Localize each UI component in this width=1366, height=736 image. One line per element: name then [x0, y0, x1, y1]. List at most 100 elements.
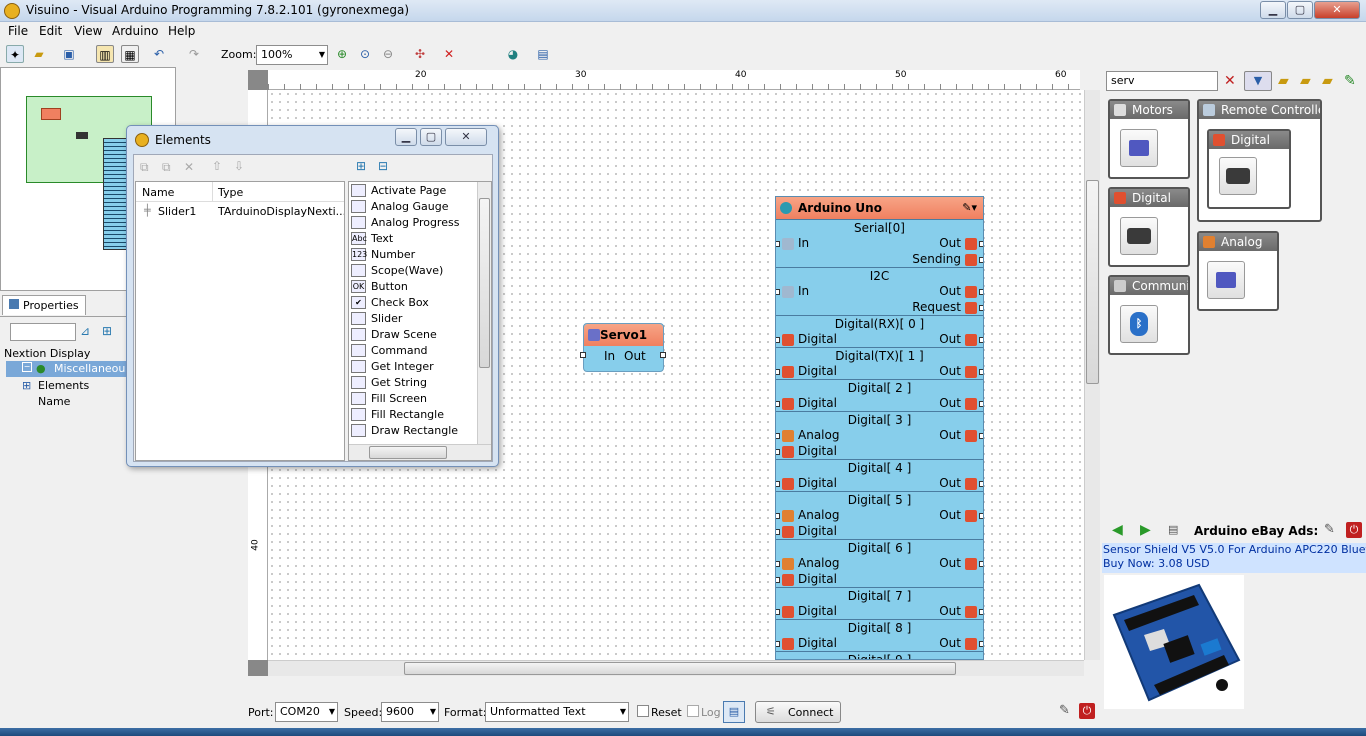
folder-add-icon[interactable]: ▰ — [1300, 73, 1311, 89]
move-up-icon[interactable]: ⇧ — [212, 159, 223, 173]
palette-item[interactable]: Analog Gauge — [351, 200, 449, 213]
palette-item[interactable]: Get String — [351, 376, 427, 389]
arduino-output-pin[interactable] — [979, 305, 983, 311]
collapse-all-icon[interactable]: ⊟ — [378, 159, 389, 173]
table-row[interactable]: ╪ Slider1 TArduinoDisplayNexti... — [136, 204, 344, 220]
arduino-input-pin[interactable] — [776, 289, 780, 295]
arduino-tools-icon[interactable]: ✎▾ — [962, 201, 977, 214]
servo-motor-icon[interactable] — [1120, 129, 1158, 167]
arduino-input-pin[interactable] — [776, 561, 780, 567]
log-checkbox[interactable] — [687, 705, 699, 717]
palette-item[interactable]: Draw Scene — [351, 328, 437, 341]
palette-item[interactable]: Slider — [351, 312, 402, 325]
palette-vscroll-thumb[interactable] — [479, 198, 490, 368]
arduino-output-pin[interactable] — [979, 241, 983, 247]
arduino-input-pin[interactable] — [776, 369, 780, 375]
elements-expand-icon[interactable]: ⊞ — [22, 379, 32, 392]
bluetooth-icon[interactable]: ᛒ — [1120, 305, 1158, 343]
layout-icon[interactable]: ▥ — [96, 45, 114, 63]
column-type[interactable]: Type — [218, 186, 244, 199]
palette-item[interactable]: Get Integer — [351, 360, 434, 373]
arduino-input-pin[interactable] — [776, 577, 780, 583]
minimize-button[interactable]: ▁ — [1260, 1, 1286, 19]
component-search-input[interactable]: serv — [1106, 71, 1218, 91]
folder-icon[interactable]: ▰ — [1278, 73, 1289, 89]
clear-search-icon[interactable]: ✕ — [1224, 73, 1236, 89]
serial-settings-icon[interactable]: ✎ — [1059, 703, 1070, 718]
format-select[interactable]: Unformatted Text▼ — [485, 702, 629, 722]
connect-button[interactable]: ⚟ Connect — [755, 701, 841, 723]
palette-group-motors[interactable]: Motors — [1108, 99, 1190, 179]
ads-next-icon[interactable]: ▶ — [1140, 522, 1151, 538]
maximize-button[interactable]: ▢ — [1287, 1, 1313, 19]
copy-element-icon[interactable]: ⧉ — [162, 160, 171, 174]
palette-item[interactable]: Command — [351, 344, 428, 357]
arduino-output-pin[interactable] — [979, 257, 983, 263]
arduino-input-pin[interactable] — [776, 449, 780, 455]
palette-tools-icon[interactable]: ✎ — [1344, 73, 1356, 89]
palette-item[interactable]: Scope(Wave) — [351, 264, 443, 277]
palette-group-remote-controllers[interactable]: Remote Controllers Digital — [1197, 99, 1322, 222]
digital-servo-icon[interactable] — [1120, 217, 1158, 255]
arduino-input-pin[interactable] — [776, 401, 780, 407]
open-folder-icon[interactable]: ▰ — [34, 47, 44, 61]
components-icon[interactable]: ✣ — [414, 47, 426, 61]
menu-view[interactable]: View — [74, 24, 103, 38]
arduino-output-pin[interactable] — [979, 401, 983, 407]
reset-checkbox[interactable] — [637, 705, 649, 717]
arduino-output-pin[interactable] — [979, 433, 983, 439]
search-options-icon[interactable]: ▼ — [1244, 71, 1272, 91]
arduino-header[interactable]: Arduino Uno ✎▾ — [776, 197, 983, 219]
arduino-input-pin[interactable] — [776, 641, 780, 647]
zoom-in-icon[interactable]: ⊕ — [336, 47, 348, 61]
move-down-icon[interactable]: ⇩ — [234, 159, 245, 173]
hscroll-thumb[interactable] — [404, 662, 956, 675]
palette-item[interactable]: Fill Screen — [351, 392, 427, 405]
palette-horizontal-scrollbar[interactable] — [349, 444, 491, 460]
vscroll-thumb[interactable] — [1086, 180, 1099, 384]
palette-item[interactable]: Draw Rectangle — [351, 424, 458, 437]
canvas-vertical-scrollbar[interactable] — [1084, 90, 1100, 660]
arduino-input-pin[interactable] — [776, 241, 780, 247]
filter-icon[interactable]: ⊿ — [80, 324, 91, 338]
board-icon[interactable]: ▤ — [537, 47, 549, 61]
tab-properties[interactable]: Properties — [2, 295, 86, 315]
arduino-input-pin[interactable] — [776, 513, 780, 519]
arduino-input-pin[interactable] — [776, 481, 780, 487]
analog-servo-icon[interactable] — [1207, 261, 1245, 299]
expand-all-icon[interactable]: ⊞ — [356, 159, 367, 173]
undo-icon[interactable]: ↶ — [153, 47, 165, 61]
tree-row-miscellaneous[interactable]: − ● Miscellaneous — [6, 361, 131, 377]
expand-icon[interactable]: ⊞ — [102, 324, 113, 338]
menu-edit[interactable]: Edit — [39, 24, 63, 38]
menu-help[interactable]: Help — [168, 24, 196, 38]
tree-row-elements[interactable]: ⊞ Elements — [22, 379, 122, 395]
delete-icon[interactable]: ✕ — [443, 47, 455, 61]
servo-component[interactable]: Servo1 In Out — [580, 323, 666, 372]
upload-icon[interactable]: ◕ — [507, 47, 519, 61]
delete-element-icon[interactable]: ✕ — [184, 160, 195, 174]
palette-group-analog[interactable]: Analog — [1197, 231, 1279, 311]
ad-product-image[interactable] — [1104, 575, 1244, 709]
ads-close-icon[interactable]: ⏻ — [1346, 522, 1362, 538]
palette-item[interactable]: Activate Page — [351, 184, 446, 197]
elements-list[interactable]: Name Type ╪ Slider1 TArduinoDisplayNexti… — [135, 181, 345, 461]
collapse-icon[interactable]: − — [22, 362, 32, 372]
ads-list-icon[interactable]: ▤ — [1168, 523, 1179, 536]
arduino-output-pin[interactable] — [979, 641, 983, 647]
ad-link[interactable]: Sensor Shield V5 V5.0 For Arduino APC220… — [1102, 543, 1366, 573]
properties-search-input[interactable] — [10, 323, 76, 341]
arduino-output-pin[interactable] — [979, 513, 983, 519]
palette-hscroll-thumb[interactable] — [369, 446, 447, 459]
ads-previous-icon[interactable]: ◀ — [1112, 522, 1123, 538]
servo-out-pin[interactable] — [660, 352, 666, 358]
folder-remove-icon[interactable]: ▰ — [1322, 73, 1333, 89]
port-select[interactable]: COM20▼ — [275, 702, 338, 722]
tree-label-name[interactable]: Name — [38, 395, 71, 408]
palette-group-digital[interactable]: Digital — [1108, 187, 1190, 267]
